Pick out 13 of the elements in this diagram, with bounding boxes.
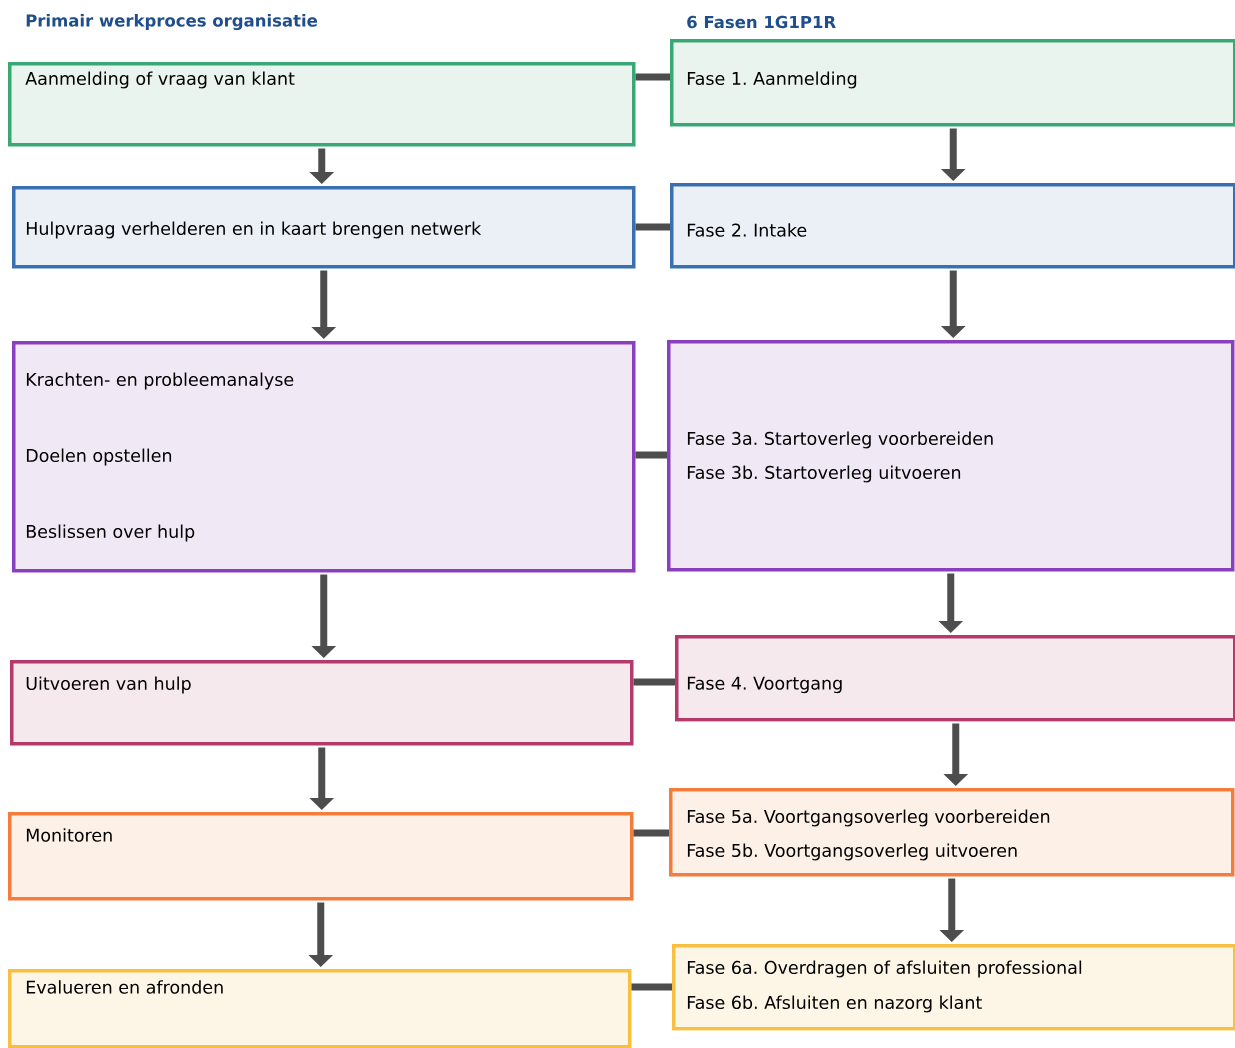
process-box: Aanmelding of vraag van klant — [8, 62, 636, 147]
column-heading: Primair werkproces organisatie — [26, 13, 318, 31]
process-box: Fase 3a. Startoverleg voorbereiden Fase 3b. Startoverleg uitvoeren — [667, 340, 1235, 572]
process-box: Fase 2. Intake — [670, 183, 1235, 269]
process-box: Krachten- en probleemanalyse Doelen opstellen Beslissen over hulp — [12, 341, 636, 573]
process-box: Fase 1. Aanmelding — [670, 39, 1235, 127]
process-box: Uitvoeren van hulp — [10, 660, 634, 746]
process-box: Fase 5a. Voortgangsoverleg voorbereiden Fase 5b. Voortgangsoverleg uitvoeren — [669, 788, 1235, 877]
process-box: Fase 4. Voortgang — [675, 635, 1235, 722]
process-box: Hulpvraag verhelderen en in kaart brengen netwerk — [12, 186, 636, 269]
process-box: Fase 6a. Overdragen of afsluiten professional Fase 6b. Afsluiten en nazorg klant — [672, 944, 1235, 1031]
process-box: Monitoren — [8, 812, 634, 901]
process-box: Evalueren en afronden — [8, 969, 632, 1048]
